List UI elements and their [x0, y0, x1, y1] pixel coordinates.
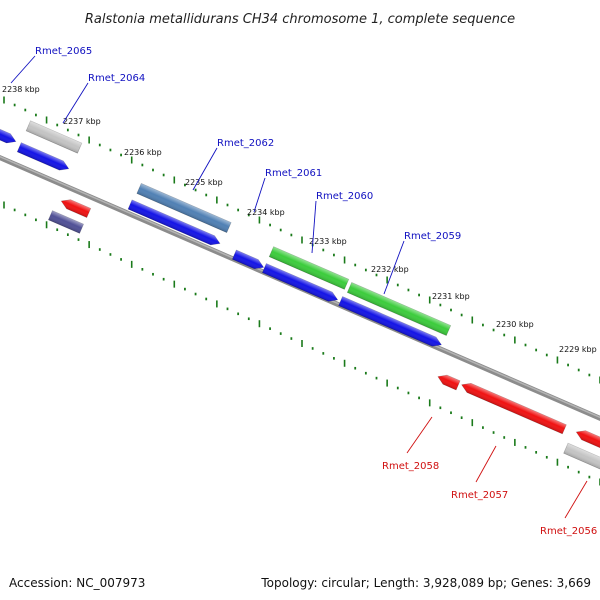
- tick-label: 2233 kbp: [309, 237, 347, 246]
- gene-arrow[interactable]: [25, 120, 83, 154]
- tick-label: 2230 kbp: [496, 320, 534, 329]
- gene-arrow[interactable]: [346, 282, 452, 336]
- gene-label-leader: [383, 240, 405, 295]
- gene-label[interactable]: Rmet_2059: [404, 231, 461, 242]
- gene-arrow[interactable]: [268, 246, 350, 290]
- gene-label[interactable]: Rmet_2065: [35, 46, 92, 57]
- accession-text: Accession: NC_007973: [9, 576, 145, 590]
- gene-arrow[interactable]: [460, 380, 567, 435]
- tick-label: 2231 kbp: [432, 292, 470, 301]
- tick-label: 2237 kbp: [63, 117, 101, 126]
- feature-layer: [0, 120, 600, 472]
- tick-label: 2236 kbp: [124, 148, 162, 157]
- cds-arrow[interactable]: [261, 263, 339, 304]
- gene-arrow[interactable]: [136, 183, 232, 233]
- cds-arrow[interactable]: [338, 296, 444, 350]
- map-title: Ralstonia metallidurans CH34 chromosome …: [85, 12, 515, 27]
- tick-label: 2229 kbp: [559, 345, 597, 354]
- gene-label[interactable]: Rmet_2062: [217, 138, 274, 149]
- gene-label[interactable]: Rmet_2064: [88, 73, 145, 84]
- tick-label: 2232 kbp: [371, 265, 409, 274]
- gene-arrow[interactable]: [48, 210, 84, 234]
- summary-text: Topology: circular; Length: 3,928,089 bp…: [260, 576, 591, 590]
- gene-label[interactable]: Rmet_2057: [451, 490, 508, 501]
- gene-label[interactable]: Rmet_2060: [316, 191, 373, 202]
- gene-arrow[interactable]: [436, 372, 461, 391]
- gene-arrow[interactable]: [59, 196, 92, 218]
- gene-label-leader: [564, 480, 588, 519]
- gene-label[interactable]: Rmet_2061: [265, 168, 322, 179]
- tick-label: 2235 kbp: [185, 178, 223, 187]
- cds-arrow[interactable]: [16, 142, 71, 174]
- gene-label-leader: [406, 416, 433, 454]
- gene-label-leader: [311, 200, 317, 254]
- cds-arrow[interactable]: [231, 249, 265, 272]
- label-layer: Rmet_2065Rmet_2064Rmet_2062Rmet_2061Rmet…: [10, 46, 597, 537]
- tick-layer: 2238 kbp 2237 kbp 2236 kbp 2235 kbp 2234 kbp…: [2, 85, 600, 486]
- gene-label-leader: [253, 177, 266, 213]
- gene-label-leader: [10, 55, 36, 84]
- tick-label: 2238 kbp: [2, 85, 40, 94]
- gene-label[interactable]: Rmet_2056: [540, 526, 597, 537]
- gene-label-leader: [62, 82, 89, 124]
- gene-label-leader: [192, 147, 218, 191]
- gene-label-leader: [475, 445, 497, 483]
- gene-label[interactable]: Rmet_2058: [382, 461, 439, 472]
- cds-arrow[interactable]: [127, 199, 222, 248]
- cds-arrow[interactable]: [0, 125, 18, 146]
- gene-arrow[interactable]: [563, 442, 600, 472]
- gene-arrow[interactable]: [574, 427, 600, 449]
- tick-label: 2234 kbp: [247, 208, 285, 217]
